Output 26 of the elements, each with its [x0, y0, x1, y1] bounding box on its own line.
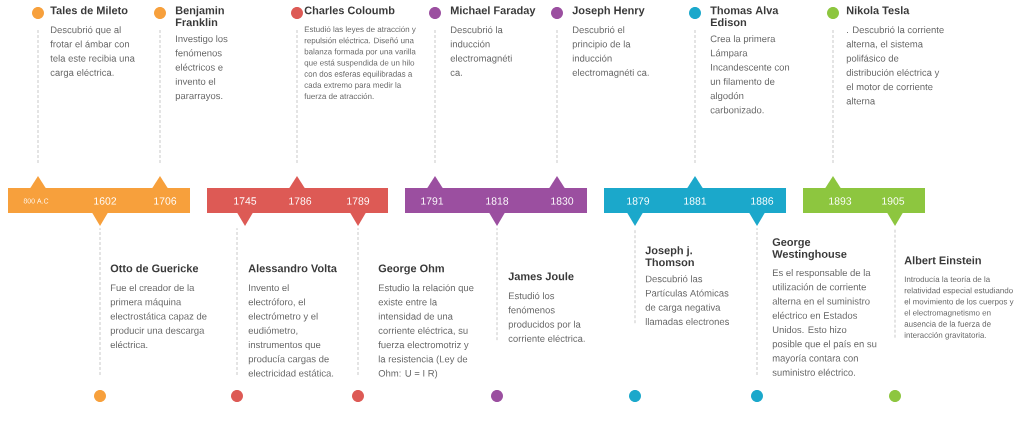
- person-name: George Westinghouse: [772, 238, 847, 261]
- person-name: Nikola Tesla: [846, 6, 910, 15]
- description: Descubrió el principio de la inducción electromagnéti ca.: [572, 26, 649, 78]
- description: Descubrió que al frotar el ámbar con tela este recibia una carga eléctrica.: [50, 26, 135, 78]
- description: Estudio la relación que existe entre la intensidad de una corriente eléctrica, su fuerza electromotriz y la resistencia (Ley de Ohm: U = I R): [378, 284, 474, 379]
- description: Fue el creador de la primera máquina electrostática capaz de producir una descarga eléctrica.: [110, 284, 207, 349]
- description: Crea la primera Lámpara Incandescente con un filamento de algodón carbonizado.: [710, 35, 790, 114]
- description: Descubrió la inducción electromagnéti ca.: [450, 26, 512, 76]
- person-name: George Ohm: [378, 264, 444, 275]
- person-name: Benjamin Franklin: [175, 6, 224, 27]
- description: . Descubrió la corriente alterna, el sistema polifásico de distribución eléctrica y el motor de corriente alterna: [846, 26, 944, 105]
- person-name: Michael Faraday: [450, 6, 536, 17]
- description: Es el responsable de la utilización de corriente alterna en el suministro eléctrico en Estados Unidos. Esto hizo posible que el país en su mayoría contara con suministro eléctrico.: [772, 269, 877, 376]
- person-name: Charles Coloumb: [304, 6, 395, 15]
- person-name: Otto de Guericke: [110, 264, 199, 273]
- person-name: Joseph j. Thomson: [645, 246, 694, 267]
- person-name: Alessandro Volta: [248, 264, 337, 273]
- description: Descubrió las Partículas Atómicas de carga negativa llamadas electrones: [645, 275, 729, 325]
- description: Investigo los fenómenos eléctricos e invento el pararrayos.: [175, 35, 228, 101]
- person-name: Albert Einstein: [904, 256, 981, 265]
- person-name: Tales de Mileto: [50, 6, 128, 15]
- description: Invento el electróforo, el electrómetro y el eudiómetro, instrumentos que producía cargas de electricidad estática.: [248, 284, 334, 377]
- person-name: Thomas Alva Edison: [710, 6, 779, 27]
- description: Estudió los fenómenos producidos por la corriente eléctrica.: [508, 292, 585, 342]
- person-name: Joseph Henry: [572, 6, 645, 17]
- person-name: James Joule: [508, 272, 574, 281]
